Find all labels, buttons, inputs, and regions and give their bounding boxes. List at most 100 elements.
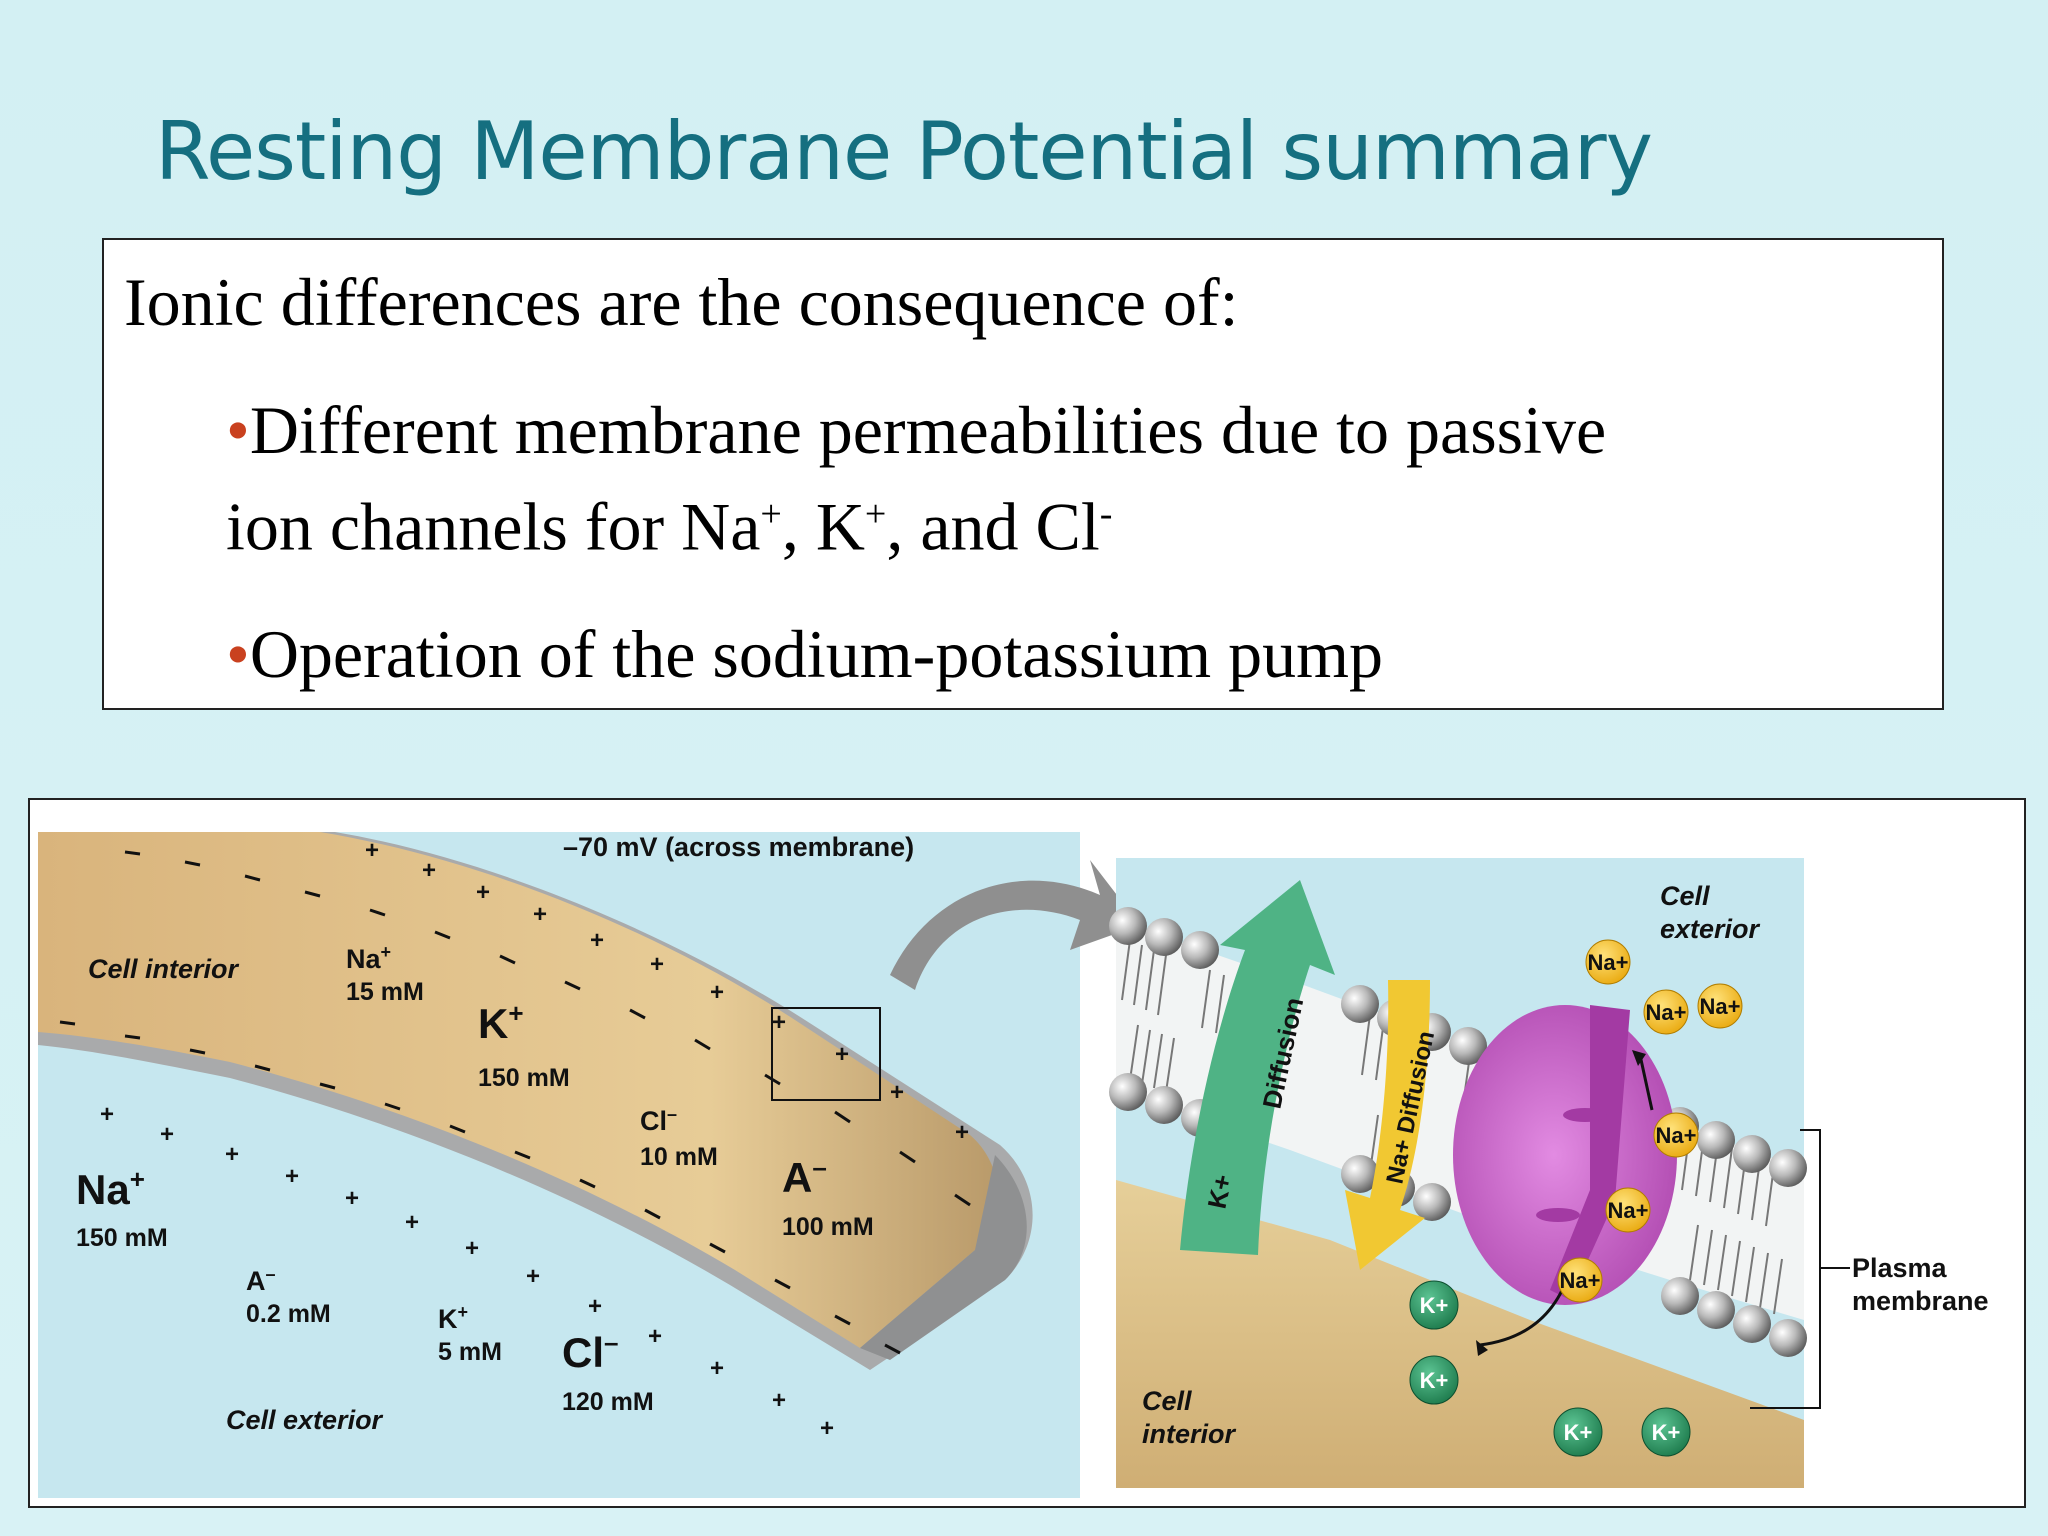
svg-text:A–: A– (246, 1264, 276, 1296)
k-ion: K+ (1553, 1407, 1603, 1457)
inside-k: K+ 150 mM (478, 998, 570, 1092)
svg-text:K+: K+ (478, 998, 524, 1047)
minus-sign (834, 1110, 851, 1124)
svg-text:Na+: Na+ (1588, 950, 1629, 975)
plus-sign: + (345, 1185, 359, 1212)
cell-interior-label-1: Cell (1142, 1386, 1192, 1416)
ion-concentration: 100 mM (782, 1213, 874, 1241)
bullet-marker: • (226, 616, 250, 692)
plasma-membrane-label-1: Plasma (1852, 1253, 1948, 1283)
minus-sign (434, 930, 451, 940)
lipid-head (1413, 1183, 1451, 1221)
plasma-membrane-label-2: membrane (1852, 1286, 1989, 1316)
bullet-sep2: , and Cl (886, 488, 1100, 565)
minus-marks (59, 850, 971, 1355)
outside-cl: Cl– 120 mM (562, 1327, 654, 1416)
outside-a: A– 0.2 mM (246, 1264, 331, 1328)
membrane-shadow (860, 1155, 1027, 1360)
k-ion: K+ (1641, 1407, 1691, 1457)
lipid-head (1341, 985, 1379, 1023)
k-superscript: + (864, 493, 887, 535)
lipid-head (1181, 931, 1219, 969)
zoom-box (771, 1007, 881, 1101)
bullet-text: Operation of the sodium-potassium pump (249, 616, 1384, 692)
lipid-head (1697, 1121, 1735, 1159)
svg-text:Na+: Na+ (76, 1164, 145, 1213)
svg-text:K+: K+ (1652, 1420, 1681, 1445)
inside-cl: Cl– 10 mM (640, 1104, 718, 1171)
charge-marks: + + + + + + + + + + + + + + + + + (100, 837, 969, 1442)
ion-charge: + (381, 942, 392, 962)
svg-text:Cl–: Cl– (562, 1327, 618, 1376)
left-panel: –70 mV (across membrane) Cell interior C… (38, 832, 1140, 1498)
inside-na: Na+ 15 mM (346, 942, 424, 1006)
cell-interior-area (38, 832, 999, 1348)
minus-sign (304, 890, 321, 898)
plus-sign: + (285, 1163, 299, 1190)
ion-concentration: 0.2 mM (246, 1300, 331, 1328)
svg-text:Na+: Na+ (1608, 1198, 1649, 1223)
plus-sign: + (160, 1121, 174, 1148)
minus-sign (499, 954, 516, 965)
plus-sign: + (820, 1415, 834, 1442)
plus-sign: + (526, 1263, 540, 1290)
k-diffusion-arrow (1180, 880, 1335, 1255)
outside-k: K+ 5 mM (438, 1302, 502, 1366)
plus-sign: + (422, 857, 436, 884)
minus-sign (124, 1034, 141, 1040)
na-superscript: + (760, 493, 782, 535)
plus-sign: + (405, 1209, 419, 1236)
plus-sign: + (465, 1235, 479, 1262)
minus-sign (694, 1038, 711, 1051)
plus-sign: + (955, 1119, 969, 1146)
minus-sign (579, 1178, 596, 1189)
na-diffusion-arrow (1345, 980, 1430, 1270)
lipid-head (1109, 907, 1147, 945)
ion-concentration: 150 mM (478, 1064, 570, 1092)
lipid-head (1449, 1027, 1487, 1065)
minus-sign (384, 1102, 401, 1111)
svg-text:Na+: Na+ (1560, 1268, 1601, 1293)
ion-charge: – (266, 1264, 276, 1284)
minus-sign (954, 1193, 971, 1207)
k-ion: K+ (1409, 1355, 1459, 1405)
svg-text:K+: K+ (1564, 1420, 1593, 1445)
inside-a: A– 100 mM (782, 1152, 874, 1241)
plus-sign: + (772, 1387, 786, 1414)
na-ion: Na+ (1605, 1187, 1651, 1233)
na-out-arrow (1638, 1054, 1654, 1111)
text-box: Ionic differences are the consequence of… (102, 238, 1944, 710)
svg-text:Cl–: Cl– (640, 1104, 677, 1136)
pump-gate (1563, 1108, 1607, 1122)
svg-text:K+: K+ (438, 1302, 468, 1334)
lipid-head (1697, 1291, 1735, 1329)
ion-symbol: A (782, 1154, 812, 1201)
minus-sign (254, 1064, 271, 1072)
svg-text:Na+: Na+ (346, 942, 391, 974)
ion-symbol: Cl (562, 1329, 604, 1376)
slide-title: Resting Membrane Potential summary (155, 105, 1653, 198)
cell-interior-label: Cell interior (88, 954, 240, 984)
bullet-line1: Different membrane permeabilities due to… (249, 392, 1607, 468)
plus-sign: + (100, 1101, 114, 1128)
bullet-marker: • (226, 392, 250, 468)
k-ion: K+ (1409, 1280, 1459, 1330)
tail-lines (1121, 939, 1175, 1093)
lipid-head (1341, 1155, 1379, 1193)
minus-sign (564, 980, 581, 991)
minus-sign (834, 1314, 851, 1326)
arrow-head (1476, 1340, 1488, 1356)
diagram-box: –70 mV (across membrane) Cell interior C… (28, 798, 2026, 1508)
na-ion: Na+ (1697, 983, 1743, 1029)
bullet-line2-prefix: ion channels for Na (226, 488, 761, 565)
membrane-diagram: –70 mV (across membrane) Cell interior C… (38, 832, 1989, 1498)
k-ions: K+ K+ K+ K+ (1409, 1280, 1691, 1457)
minus-sign (184, 860, 201, 867)
right-panel: Diffusion K+ Na+ Diffusion Na+ Na+ (1109, 858, 1989, 1488)
bullet-sep1: , K (781, 488, 865, 565)
minus-sign (774, 1278, 791, 1290)
plus-sign: + (835, 1041, 849, 1068)
minus-sign (59, 1020, 76, 1026)
ion-symbol: K (438, 1304, 458, 1334)
